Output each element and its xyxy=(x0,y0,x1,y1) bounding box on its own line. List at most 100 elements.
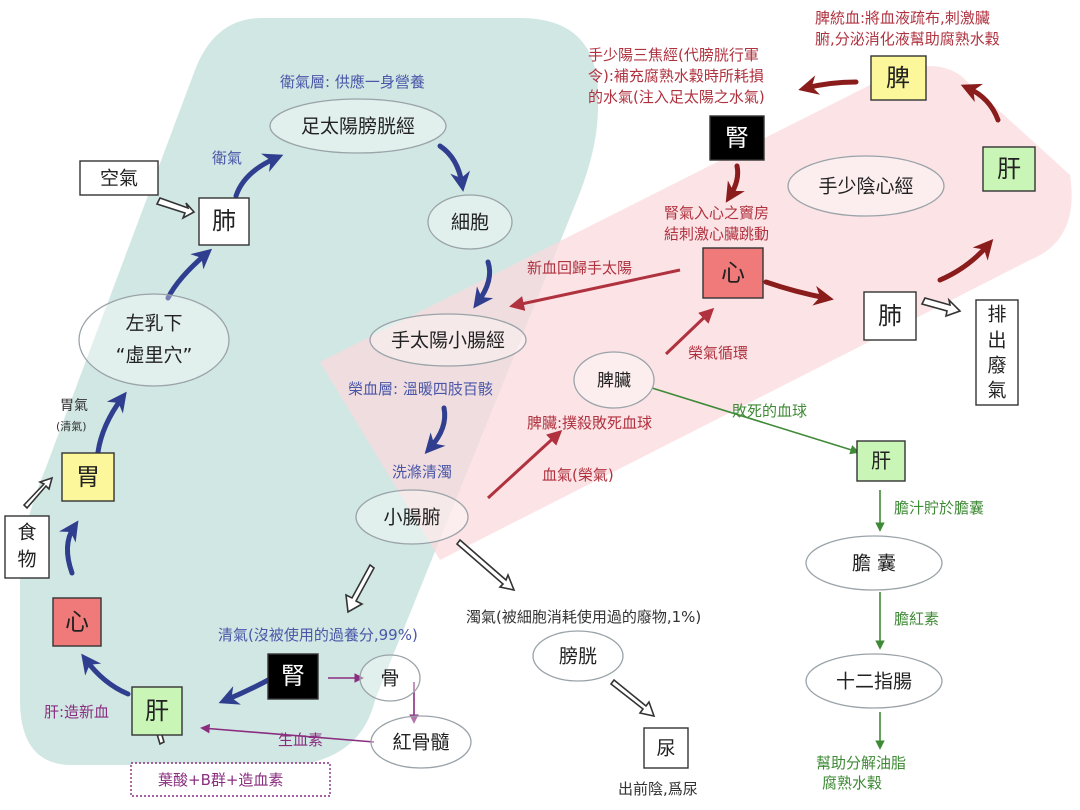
node-hand-shaoyin xyxy=(787,155,945,217)
label-new-blood: 新血回歸手太陽 xyxy=(527,259,632,277)
box-nodes xyxy=(4,55,1036,797)
red-labels: 手少陽三焦經(代膀胱行軍 令):補充腐熟水穀時所耗損 的水氣(注入足太陽之水氣)… xyxy=(527,9,1000,484)
node-texts: 空氣 肺 左乳下 “虛里穴” 胃 食 物 心 肝 腎 骨 紅骨髓 足太陽膀胱經 … xyxy=(17,64,1021,760)
text-kidney-bottom: 腎 xyxy=(281,662,305,690)
text-foot-taiyang: 足太陽膀胱經 xyxy=(301,116,415,138)
text-exhaust-3: 廢 xyxy=(987,355,1006,377)
node-cell xyxy=(427,194,513,250)
label-wei-layer: 衛氣層: 供應一身營養 xyxy=(280,73,425,91)
text-air: 空氣 xyxy=(100,168,138,190)
box-liver-left xyxy=(131,686,183,736)
label-sanjiao-1: 手少陽三焦經(代膀胱行軍 xyxy=(588,46,759,64)
green-labels: 敗死的血球 膽汁貯於膽囊 膽紅素 幫助分解油脂 腐熟水穀 xyxy=(732,402,984,792)
text-liver-lower: 肝 xyxy=(871,449,891,473)
purple-flow-arrows xyxy=(200,673,419,743)
label-sanjiao-2: 令):補充腐熟水穀時所耗損 xyxy=(588,67,764,85)
label-kidney-heart-1: 腎氣入心之竇房 xyxy=(664,204,769,222)
label-dead-cells: 敗死的血球 xyxy=(732,402,807,420)
box-liver-right xyxy=(982,146,1036,192)
text-spleen-organ: 脾臟 xyxy=(597,371,631,391)
label-bile-store: 膽汁貯於膽囊 xyxy=(894,499,984,517)
ellipse-nodes xyxy=(78,98,945,769)
text-left-breast-2: “虛里穴” xyxy=(116,345,193,367)
node-left-breast xyxy=(78,293,230,387)
text-spleen-box: 脾 xyxy=(886,64,910,92)
text-exhaust-4: 氣 xyxy=(987,380,1006,402)
label-turbid-qi: 濁氣(被細胞消耗使用過的廢物,1%) xyxy=(466,608,701,626)
green-flow-arrows xyxy=(651,387,885,750)
text-food-2: 物 xyxy=(17,549,36,571)
label-kidney-heart-2: 結刺激心臟跳動 xyxy=(664,225,769,243)
label-spleen-func-1: 脾統血:將血液疏布,刺激臟 xyxy=(815,9,990,27)
text-small-intestine: 小腸腑 xyxy=(383,507,440,529)
red-flow-arrows xyxy=(486,268,715,500)
box-lung-left xyxy=(198,197,250,246)
pink-region xyxy=(320,66,1072,560)
text-heart-center: 心 xyxy=(721,259,745,287)
purple-labels: 肝:造新血 生血素 葉酸+B群+造血素 xyxy=(44,703,323,789)
text-cell: 細胞 xyxy=(451,212,489,234)
box-air xyxy=(79,160,159,196)
box-kidney-bottom xyxy=(267,653,319,700)
label-help-2: 腐熟水穀 xyxy=(822,774,882,792)
label-ying-layer: 榮血層: 溫暖四肢百骸 xyxy=(348,380,493,398)
box-food xyxy=(4,515,50,579)
node-duodenum xyxy=(805,653,943,709)
node-hand-taiyang xyxy=(369,313,527,367)
label-bilirubin: 膽紅素 xyxy=(894,610,939,628)
node-bladder xyxy=(532,630,624,682)
node-small-intestine xyxy=(355,489,469,545)
text-bladder: 膀胱 xyxy=(559,646,597,668)
node-marrow xyxy=(370,715,472,769)
text-lung-right: 肺 xyxy=(878,302,902,330)
box-folic xyxy=(130,762,331,797)
text-hand-shaoyin: 手少陰心經 xyxy=(818,176,913,198)
text-food-1: 食 xyxy=(17,522,36,544)
text-bone: 骨 xyxy=(380,668,399,690)
blue-labels: 衛氣層: 供應一身營養 衛氣 榮血層: 溫暖四肢百骸 洗滌清濁 清氣(沒被使用的… xyxy=(212,73,493,644)
text-left-breast-1: 左乳下 xyxy=(125,313,182,335)
text-lung-left: 肺 xyxy=(212,207,236,235)
text-kidney-top: 腎 xyxy=(725,124,749,152)
node-bone xyxy=(359,654,421,702)
box-stomach xyxy=(61,452,115,502)
dark-flow-arrows xyxy=(725,75,1001,306)
label-blood-qi: 血氣(榮氣) xyxy=(542,466,614,484)
text-duodenum: 十二指腸 xyxy=(836,671,912,693)
box-lung-right xyxy=(863,291,917,341)
label-folic: 葉酸+B群+造血素 xyxy=(158,771,283,789)
text-exhaust-1: 排 xyxy=(987,304,1006,326)
node-gallbladder xyxy=(805,535,943,591)
text-heart-left: 心 xyxy=(65,608,89,636)
text-hand-taiyang: 手太陽小腸經 xyxy=(391,330,505,352)
node-foot-taiyang xyxy=(269,98,447,154)
label-out-yin: 出前陰,爲尿 xyxy=(618,780,698,798)
text-liver-left: 肝 xyxy=(145,697,169,725)
box-liver-lower xyxy=(856,440,906,482)
box-spleen xyxy=(870,55,927,101)
label-liver-blood: 肝:造新血 xyxy=(44,703,109,721)
label-help-1: 幫助分解油脂 xyxy=(816,754,906,772)
box-kidney-top xyxy=(709,115,765,161)
grey-labels: 胃氣 (清氣) 濁氣(被細胞消耗使用過的廢物,1%) 出前陰,爲尿 xyxy=(56,398,701,798)
label-stomach-qi-sub: (清氣) xyxy=(56,419,87,433)
label-wei-qi: 衛氣 xyxy=(212,149,242,167)
text-exhaust-2: 出 xyxy=(987,330,1006,352)
node-spleen-organ xyxy=(573,351,655,409)
label-spleen-kill: 脾臟:撲殺敗死血球 xyxy=(527,414,652,432)
box-exhaust xyxy=(975,299,1019,406)
label-wash: 洗滌清濁 xyxy=(392,463,452,481)
text-urine: 尿 xyxy=(656,738,675,760)
label-clear-qi: 清氣(沒被使用的過養分,99%) xyxy=(218,626,418,644)
text-marrow: 紅骨髓 xyxy=(392,732,449,754)
text-liver-right: 肝 xyxy=(997,155,1021,183)
label-produce-blood: 生血素 xyxy=(278,731,323,749)
box-urine xyxy=(643,727,689,769)
label-stomach-qi: 胃氣 xyxy=(60,398,88,414)
box-heart-left xyxy=(52,597,102,647)
text-gallbladder: 膽 囊 xyxy=(852,553,896,575)
text-stomach: 胃 xyxy=(76,463,100,491)
label-spleen-func-2: 腑,分泌消化液幫助腐熟水穀 xyxy=(815,30,1000,48)
label-ying-qi-cycle: 榮氣循環 xyxy=(688,344,748,362)
